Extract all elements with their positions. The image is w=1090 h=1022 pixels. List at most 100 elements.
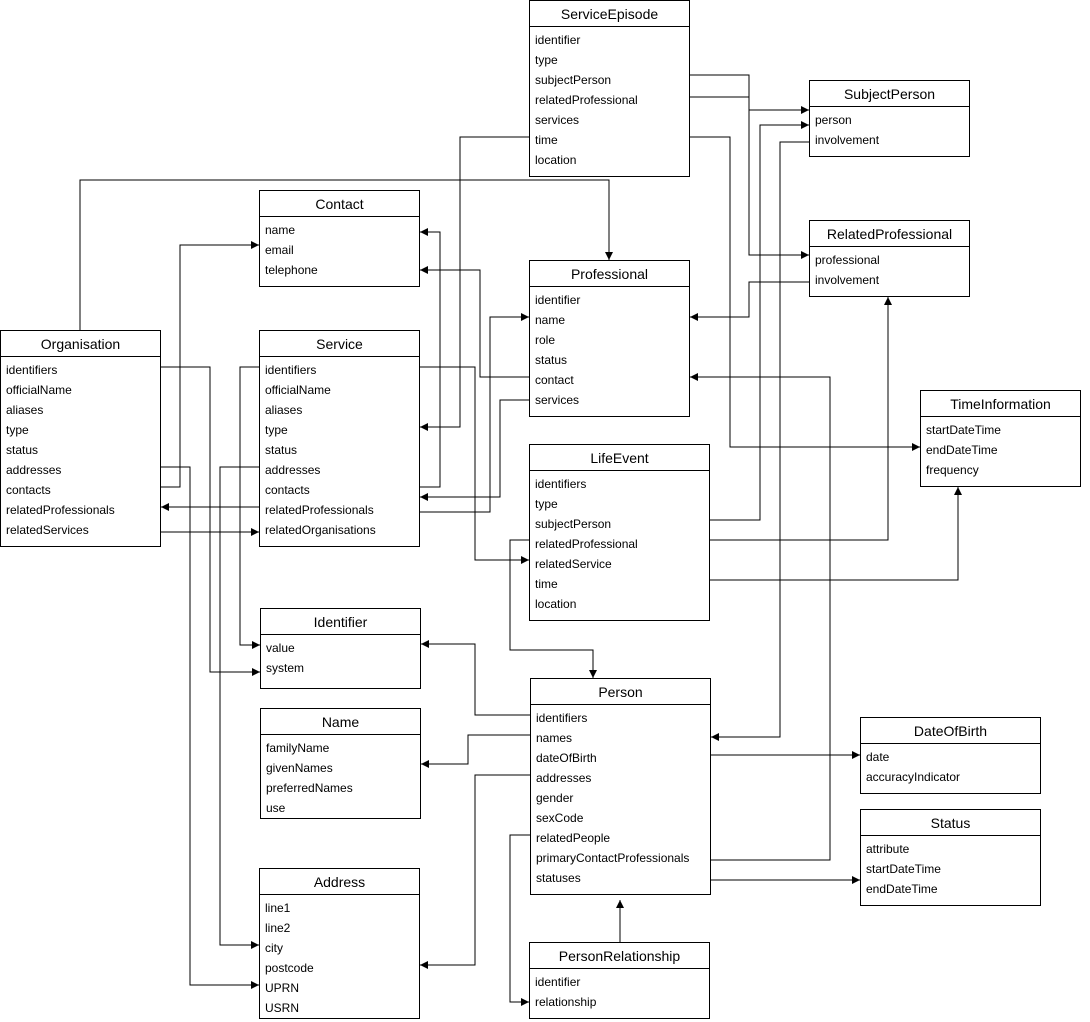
attribute-row: subjectPerson (535, 517, 612, 531)
entity-person-relationship[interactable]: PersonRelationship identifier relationshi… (529, 942, 710, 1019)
entity-title: Service (260, 331, 419, 357)
attribute-row: location (535, 153, 577, 167)
entity-title: LifeEvent (530, 445, 709, 471)
attribute-row: aliases (6, 403, 44, 417)
attribute-row: time (535, 133, 558, 147)
attribute-row: status (265, 443, 298, 457)
attribute-row: relatedOrganisations (265, 523, 376, 537)
attribute-list: value system (261, 635, 420, 678)
relationship-edge (690, 74, 809, 114)
attribute-row: gender (536, 791, 574, 805)
attribute-row: givenNames (266, 761, 333, 775)
attribute-row: value (266, 641, 295, 655)
relationship-edge (711, 141, 809, 741)
attribute-row: involvement (815, 133, 880, 147)
attribute-row: type (265, 423, 288, 437)
entity-identifier[interactable]: Identifier value system (260, 608, 421, 689)
entity-title: ServiceEpisode (530, 1, 689, 27)
relationship-edge (421, 640, 530, 716)
relationship-edge (710, 121, 809, 521)
attribute-row: involvement (815, 273, 880, 287)
attribute-row: contact (535, 373, 574, 387)
attribute-row: relationship (535, 995, 597, 1009)
attribute-row: line2 (265, 921, 291, 935)
attribute-row: addresses (536, 771, 592, 785)
attribute-row: location (535, 597, 577, 611)
attribute-row: relatedService (535, 557, 612, 571)
attribute-row: relatedProfessional (535, 537, 638, 551)
entity-title: Address (260, 869, 419, 895)
attribute-list: identifier relationship (530, 969, 709, 1012)
relationship-edge (420, 266, 529, 378)
relationship-edge (161, 466, 259, 989)
relationship-edge (710, 487, 962, 581)
relationship-edge (509, 539, 597, 678)
attribute-row: names (536, 731, 573, 745)
attribute-row: person (815, 113, 852, 127)
entity-title: PersonRelationship (530, 943, 709, 969)
relationship-edge (690, 281, 809, 321)
relationship-edge (420, 399, 529, 501)
entity-title: Name (261, 709, 420, 735)
attribute-row: familyName (266, 741, 330, 755)
attribute-row: type (535, 497, 558, 511)
relationship-edge (421, 734, 530, 768)
attribute-row: USRN (265, 1001, 300, 1015)
attribute-row: relatedProfessionals (265, 503, 374, 517)
attribute-row: relatedProfessional (535, 93, 638, 107)
relationship-edge (690, 136, 920, 451)
attribute-row: identifiers (536, 711, 588, 725)
entity-title: TimeInformation (921, 391, 1080, 417)
attribute-row: statuses (536, 871, 581, 885)
attribute-row: services (535, 113, 580, 127)
attribute-row: endDateTime (926, 443, 998, 457)
relationship-edge (420, 228, 441, 488)
attribute-row: city (265, 941, 283, 955)
attribute-row: identifiers (265, 363, 317, 377)
attribute-row: system (266, 661, 305, 675)
attribute-row: identifier (535, 33, 581, 47)
entity-life-event[interactable]: LifeEvent identifiers type subjectPerson re… (529, 444, 710, 621)
attribute-row: relatedServices (6, 523, 89, 537)
attribute-row: attribute (866, 842, 910, 856)
relationship-edge (161, 241, 259, 488)
attribute-row: identifiers (535, 477, 587, 491)
entity-title: Professional (530, 261, 689, 287)
attribute-row: services (535, 393, 580, 407)
relationship-edge (420, 774, 530, 969)
relationship-edge (690, 96, 809, 259)
attribute-row: type (6, 423, 29, 437)
entity-title: Identifier (261, 609, 420, 635)
relationship-edge (509, 834, 530, 1006)
relationship-edge (420, 366, 529, 564)
attribute-row: role (535, 333, 556, 347)
attribute-row: endDateTime (866, 882, 938, 896)
attribute-row: identifier (535, 293, 581, 307)
attribute-row: relatedProfessionals (6, 503, 115, 517)
attribute-row: identifier (535, 975, 581, 989)
attribute-row: primaryContactProfessionals (536, 851, 690, 865)
attribute-row: relatedPeople (536, 831, 611, 845)
